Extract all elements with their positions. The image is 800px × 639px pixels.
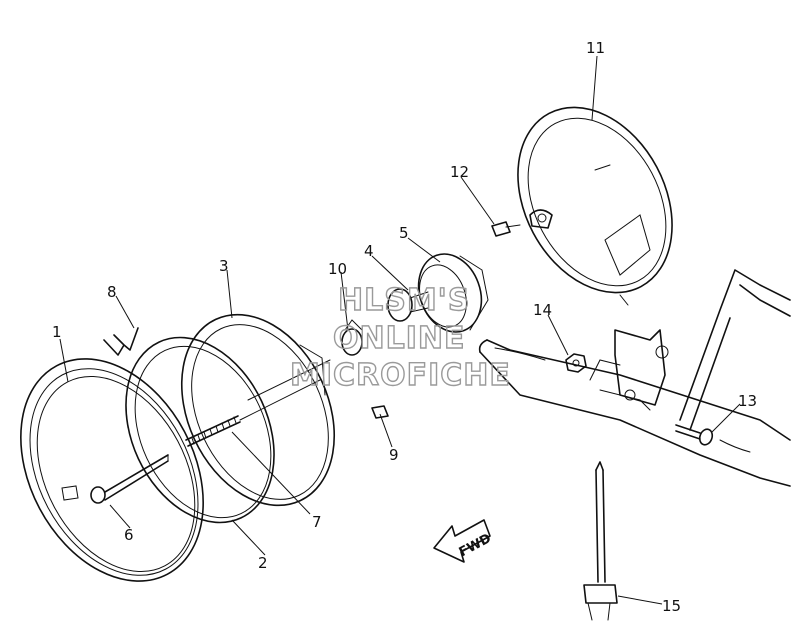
callout-1: 1 <box>52 323 62 341</box>
watermark-line-1: HLSM'S <box>338 283 470 318</box>
callout-13: 13 <box>738 392 757 410</box>
callout-5: 5 <box>399 224 409 242</box>
adjusting-screw-7 <box>185 379 321 447</box>
callout-10: 10 <box>328 260 347 278</box>
spring-clip-8 <box>103 327 139 356</box>
callout-2: 2 <box>258 554 268 572</box>
rim-ring-2 <box>125 336 275 524</box>
fwd-arrow: FWD <box>433 519 494 563</box>
callout-15: 15 <box>662 597 681 615</box>
callouts: 1 2 3 4 5 6 7 8 9 10 11 12 13 14 15 <box>52 39 757 615</box>
outer-rim-1 <box>20 358 204 582</box>
callout-3: 3 <box>219 257 229 275</box>
leader-lines <box>59 55 741 605</box>
callout-4: 4 <box>364 242 374 260</box>
callout-11: 11 <box>586 39 605 57</box>
callout-9: 9 <box>389 446 399 464</box>
fwd-label: FWD <box>457 531 494 560</box>
screw-12 <box>491 221 521 237</box>
watermark: HLSM'S ONLINE MICROFICHE <box>289 282 511 393</box>
watermark-line-2: ONLINE <box>333 321 466 356</box>
callout-6: 6 <box>124 526 134 544</box>
fitting-9 <box>371 405 389 419</box>
bulb-socket-5 <box>417 253 489 333</box>
callout-14: 14 <box>533 301 552 319</box>
lens-unit-3 <box>180 313 336 507</box>
nut-14 <box>565 353 587 373</box>
watermark-line-3: MICROFICHE <box>290 358 511 393</box>
screw-6 <box>90 454 169 504</box>
frame-bracket-drawing <box>478 269 791 487</box>
bulb-4 <box>387 288 429 322</box>
bolt-13 <box>675 424 714 446</box>
callout-8: 8 <box>107 283 117 301</box>
callout-12: 12 <box>450 163 469 181</box>
headlight-housing <box>517 106 673 306</box>
callout-7: 7 <box>312 513 322 531</box>
cable-clamp-15 <box>583 461 618 621</box>
